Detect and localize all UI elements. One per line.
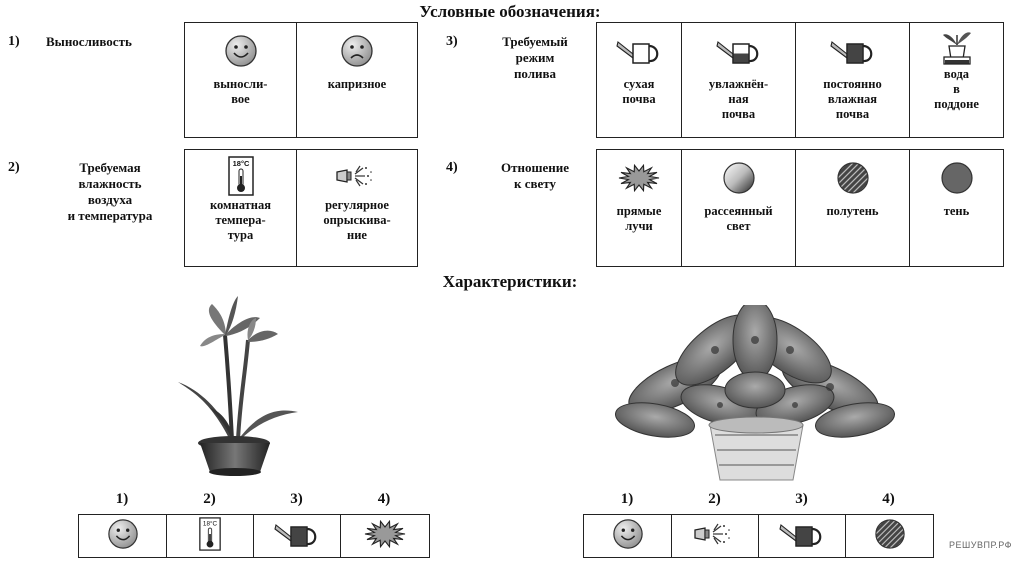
svg-text:18°C: 18°C (232, 159, 249, 168)
thermometer-18c-icon: 18°C (199, 516, 221, 556)
plant1-watering-cell (254, 515, 341, 557)
striped-circle-icon (874, 518, 906, 555)
plant2-humidity-cell (672, 515, 759, 557)
legend-text-moist-soil: увлажнён- ная почва (708, 77, 769, 121)
plant1-light-cell (341, 515, 429, 557)
plant1-header-2: 2) (203, 491, 216, 507)
legend-cell-diffused-light: рассеянный свет (682, 150, 796, 266)
characteristics-title: Характеристики: (442, 272, 578, 291)
smiley-happy-icon (612, 518, 644, 555)
legend-cell-hardy: выносли- вое (185, 23, 297, 137)
legend-cell-spraying: регулярное опрыскива- ние (297, 150, 417, 266)
dark-circle-icon (940, 158, 974, 198)
watering-can-full-icon (829, 31, 876, 71)
plant2-endurance-cell (584, 515, 672, 557)
plant2-characteristics-table (583, 514, 934, 558)
legend-text-diffused-light: рассеянный свет (704, 204, 773, 233)
plant1-header-1: 1) (115, 491, 129, 507)
striped-circle-icon (836, 158, 870, 198)
watering-can-half-icon (715, 31, 762, 71)
legend-cell-capricious: капризное (297, 23, 417, 137)
legend-text-direct-light: прямые лучи (616, 204, 662, 233)
legend-title: Условные обозначения: (419, 2, 601, 21)
plant2-header-4: 4) (882, 491, 895, 507)
category-3-label: Требуемый режим полива (502, 34, 568, 81)
category-4-number: 4) (446, 160, 458, 175)
legend-cell-partial-shade: полутень (796, 150, 910, 266)
legend-text-capricious: капризное (327, 77, 387, 91)
plant1-characteristics-table: 18°C (78, 514, 430, 558)
category-4-label: Отношение к свету (501, 160, 569, 191)
spray-icon (693, 522, 737, 551)
plant1-header-3: 3) (290, 491, 303, 507)
legend-watering-table: сухая почва увлажнён- ная почва постоянн… (596, 22, 1004, 138)
svg-text:18°C: 18°C (203, 519, 218, 527)
plant1-header-4: 4) (377, 491, 391, 507)
watermark: РЕШУВПР.РФ (949, 540, 1012, 550)
leafy-plant-image (615, 299, 895, 485)
category-1-number: 1) (8, 34, 20, 49)
smiley-happy-icon (224, 31, 258, 71)
thermometer-18c-icon: 18°C (227, 156, 254, 196)
legend-text-partial-shade: полутень (826, 204, 879, 218)
legend-cell-dry-soil: сухая почва (597, 23, 682, 137)
legend-cell-direct-light: прямые лучи (597, 150, 682, 266)
category-2-label: Требуемая влажность воздуха и температур… (67, 160, 153, 223)
flowering-plant-image (170, 290, 310, 480)
pot-in-tray-icon (940, 27, 974, 67)
legend-text-dry-soil: сухая почва (622, 77, 656, 106)
legend-text-spraying: регулярное опрыскива- ние (323, 198, 391, 242)
legend-cell-wet-soil: постоянно влажная почва (796, 23, 910, 137)
category-3-number: 3) (446, 34, 458, 49)
plant1-endurance-cell (79, 515, 167, 557)
legend-cell-room-temp: 18°C комнатная темпера- тура (185, 150, 297, 266)
watering-can-empty-icon (616, 31, 662, 71)
category-1-label: Выносливость (46, 34, 132, 49)
sun-burst-icon (617, 158, 661, 198)
legend-light-table: прямые лучи рассеянный свет полутень тен… (596, 149, 1004, 267)
legend-text-tray-water: вода в поддоне (934, 67, 979, 111)
plant1-humidity-cell: 18°C (167, 515, 254, 557)
smiley-happy-icon (107, 518, 139, 555)
smiley-sad-icon (340, 31, 374, 71)
legend-text-room-temp: комнатная темпера- тура (209, 198, 272, 242)
plant2-watering-cell (759, 515, 846, 557)
plant2-header-3: 3) (795, 491, 808, 507)
plant2-header-1: 1) (620, 491, 634, 507)
legend-cell-moist-soil: увлажнён- ная почва (682, 23, 796, 137)
watering-can-full-icon (274, 519, 320, 554)
legend-text-shade: тень (943, 204, 970, 218)
plant2-header-2: 2) (708, 491, 721, 507)
watering-can-full-icon (779, 519, 825, 554)
legend-cell-tray-water: вода в поддоне (910, 23, 1003, 137)
legend-humidity-table: 18°C комнатная темпера- тура регулярное … (184, 149, 418, 267)
sun-burst-icon (363, 519, 407, 553)
legend-text-wet-soil: постоянно влажная почва (823, 77, 882, 121)
legend-text-hardy: выносли- вое (213, 77, 268, 106)
category-2-number: 2) (8, 160, 20, 175)
plant2-light-cell (846, 515, 933, 557)
spray-icon (335, 156, 379, 196)
legend-cell-shade: тень (910, 150, 1003, 266)
legend-endurance-table: выносли- вое капризное (184, 22, 418, 138)
gradient-circle-icon (722, 158, 756, 198)
